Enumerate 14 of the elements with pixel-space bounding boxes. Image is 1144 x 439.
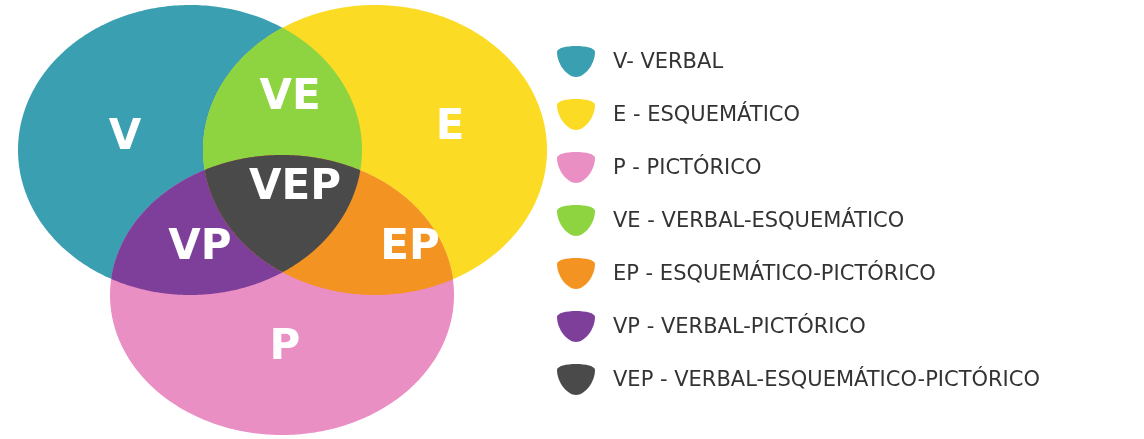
region-label: EP	[380, 224, 440, 266]
region-label: V	[108, 114, 142, 156]
legend-label: P - PICTÓRICO	[613, 155, 762, 179]
region-label: VE	[259, 74, 321, 116]
region-label: P	[269, 324, 301, 366]
legend-label: E - ESQUEMÁTICO	[613, 102, 801, 126]
legend-label: VEP - VERBAL-ESQUEMÁTICO-PICTÓRICO	[613, 367, 1040, 391]
region-label: E	[435, 104, 465, 146]
legend-label: EP - ESQUEMÁTICO-PICTÓRICO	[613, 261, 936, 285]
legend-label: VP - VERBAL-PICTÓRICO	[613, 314, 866, 338]
region-label: VP	[168, 224, 232, 266]
legend-label: VE - VERBAL-ESQUEMÁTICO	[613, 208, 905, 232]
legend-label: V- VERBAL	[613, 49, 724, 73]
region-label: VEP	[249, 164, 341, 206]
